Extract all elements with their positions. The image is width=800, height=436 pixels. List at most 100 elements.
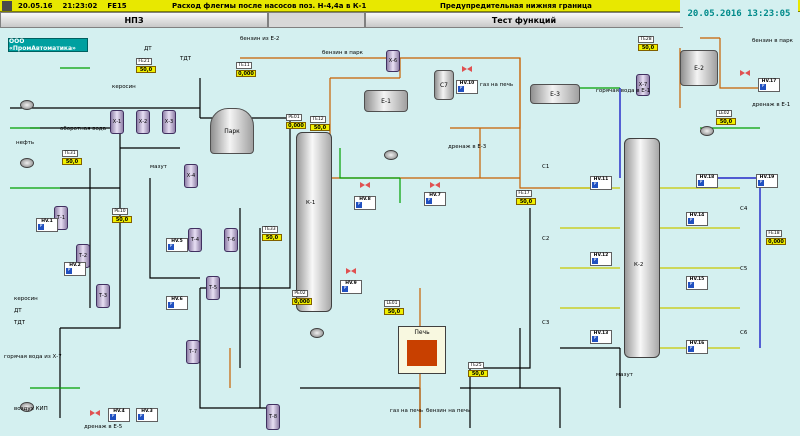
exchanger-x1[interactable]: Х-1	[110, 110, 124, 134]
tag-box: PE10	[112, 208, 128, 215]
value-box[interactable]: 50,0	[136, 66, 156, 73]
exchanger-t7[interactable]: Т-7	[186, 340, 200, 364]
tag-box: FE17	[516, 190, 532, 197]
label-dt: ДТ	[144, 46, 152, 52]
tag-box: PE01	[286, 114, 302, 121]
column-k2-label: К-2	[634, 262, 644, 268]
control-valve-hv8[interactable]	[360, 182, 370, 189]
label-gaz-pech-2: газ на печь	[390, 408, 424, 414]
nav-npz-button[interactable]: НПЗ	[0, 12, 268, 28]
value-box[interactable]: 50,0	[62, 158, 82, 165]
stripper-c4-label: С4	[740, 206, 748, 212]
alarm-message: Расход флегмы после насосов поз. Н-4,4а …	[172, 1, 367, 10]
value-box[interactable]: 50,0	[638, 44, 658, 51]
label-gaz-pech: газ на печь	[480, 82, 514, 88]
pump-n17[interactable]	[700, 126, 714, 136]
furnace-fire-icon	[407, 340, 437, 366]
vessel-e3[interactable]: Е-3	[530, 84, 580, 104]
alarm-limit: Предупредительная нижняя граница	[440, 1, 592, 10]
value-box[interactable]: 0,000	[286, 122, 306, 129]
alarm-tag: FE15	[107, 1, 127, 10]
company-logo: ООО «ПромАвтоматика»	[8, 38, 88, 52]
exchanger-t4[interactable]: Т-4	[188, 228, 202, 252]
value-box[interactable]: 50,0	[468, 370, 488, 377]
control-valve-hv17[interactable]	[740, 70, 750, 77]
control-valve-hv4[interactable]	[90, 410, 100, 417]
label-vozduh: воздух КИП	[14, 406, 48, 412]
vessel-e2[interactable]: Е-2	[680, 50, 718, 86]
value-box[interactable]: 50,0	[262, 234, 282, 241]
exchanger-t8[interactable]: Т-8	[266, 404, 280, 430]
pump-n1[interactable]	[20, 158, 34, 168]
tag-box: TE33	[262, 226, 278, 233]
value-box[interactable]: 0,000	[292, 298, 312, 305]
value-box[interactable]: 50,0	[716, 118, 736, 125]
column-k1[interactable]	[296, 132, 332, 312]
navigation-bar: НПЗ Тест функций	[0, 12, 683, 28]
exchanger-x6[interactable]: Х-6	[386, 50, 400, 72]
label-tdt-2: ТДТ	[14, 320, 26, 326]
column-k2[interactable]	[624, 138, 660, 358]
furnace-label: Печь	[414, 329, 430, 336]
alarm-indicator-icon	[2, 0, 12, 11]
label-tdt: ТДТ	[180, 56, 192, 62]
pump-n3[interactable]	[310, 328, 324, 338]
exchanger-t5[interactable]: Т-5	[206, 276, 220, 300]
exchanger-x4[interactable]: Х-4	[184, 164, 198, 188]
label-kerosin-2: керосин	[14, 296, 38, 302]
nav-test-functions-button[interactable]: Тест функций	[365, 12, 683, 28]
value-box[interactable]: 0,000	[236, 70, 256, 77]
value-box[interactable]: 50,0	[112, 216, 132, 223]
air-compressor-icon[interactable]	[20, 402, 34, 412]
control-valve-hv7[interactable]	[430, 182, 440, 189]
value-box[interactable]: 50,0	[310, 124, 330, 131]
value-box[interactable]: 50,0	[384, 308, 404, 315]
exchanger-t3[interactable]: Т-3	[96, 284, 110, 308]
pump-n13[interactable]	[20, 100, 34, 110]
label-benzin-park: бензин в парк	[322, 50, 363, 56]
stripper-c5-label: С5	[740, 266, 748, 272]
tag-box: TE25	[468, 362, 484, 369]
alarm-status-bar[interactable]: 20.05.16 21:23:02 FE15 Расход флегмы пос…	[0, 0, 800, 12]
park-tank[interactable]: Парк	[210, 108, 254, 154]
vessel-c7[interactable]: С7	[434, 70, 454, 100]
tag-box: LE02	[716, 110, 732, 117]
exchanger-x3[interactable]: Х-3	[162, 110, 176, 134]
value-box[interactable]: 50,0	[516, 198, 536, 205]
pump-n4[interactable]	[384, 150, 398, 160]
value-box[interactable]: 0,000	[766, 238, 786, 245]
exchanger-x2[interactable]: Х-2	[136, 110, 150, 134]
label-drenazh-e1: дренаж в Е-1	[752, 102, 791, 108]
stripper-c2-label: С2	[542, 236, 550, 242]
vessel-e1[interactable]: Е-1	[364, 90, 408, 112]
exchanger-t6[interactable]: Т-6	[224, 228, 238, 252]
furnace-box[interactable]: Печь	[398, 326, 446, 374]
control-valve-hv9[interactable]	[346, 268, 356, 275]
label-drenazh-e3: дренаж в Е-3	[448, 144, 487, 150]
tag-box: TE12	[310, 116, 326, 123]
column-k1-label: К-1	[306, 200, 316, 206]
exchanger-x7[interactable]: Х-7	[636, 74, 650, 96]
label-dt-2: ДТ	[14, 308, 22, 314]
control-valve-hv10[interactable]	[462, 66, 472, 73]
stripper-c6-label: С6	[740, 330, 748, 336]
